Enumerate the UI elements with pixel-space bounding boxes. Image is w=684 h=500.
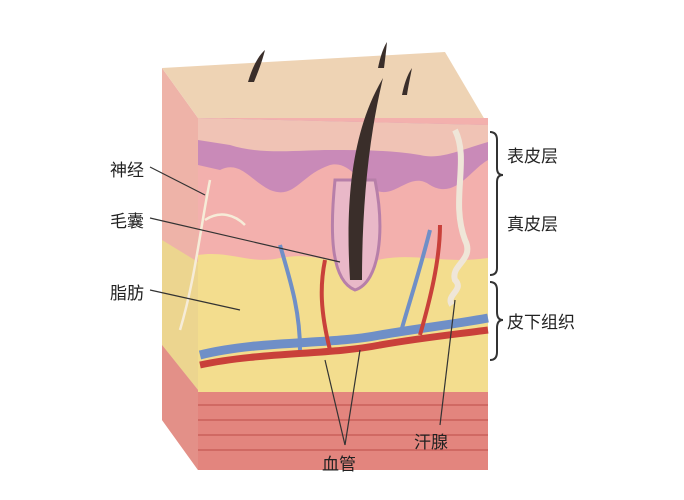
side-face-muscle xyxy=(162,345,198,470)
hair-small-2 xyxy=(378,42,387,68)
label-nerve: 神经 xyxy=(110,161,144,181)
hair-small-1 xyxy=(248,50,265,82)
artery-branch xyxy=(319,224,442,351)
top-face-epidermis xyxy=(162,52,488,125)
label-dermis: 真皮层 xyxy=(507,215,558,235)
brackets xyxy=(489,131,504,361)
label-epidermis: 表皮层 xyxy=(507,147,558,167)
label-subcutaneous: 皮下组织 xyxy=(507,313,575,333)
label-blood-vessel: 血管 xyxy=(322,455,356,475)
front-epidermis-top xyxy=(198,118,488,157)
hair-shaft xyxy=(348,78,383,280)
hair-small-3 xyxy=(402,68,412,95)
nerve xyxy=(178,179,246,331)
label-hair-follicle: 毛囊 xyxy=(110,212,144,232)
sweat-gland xyxy=(447,128,471,307)
leader-lines xyxy=(149,166,456,446)
vein xyxy=(198,313,489,360)
side-face-fat xyxy=(162,240,198,390)
label-fat: 脂肪 xyxy=(110,284,144,304)
label-sweat-gland: 汗腺 xyxy=(414,433,448,453)
vein-branch xyxy=(278,229,432,351)
